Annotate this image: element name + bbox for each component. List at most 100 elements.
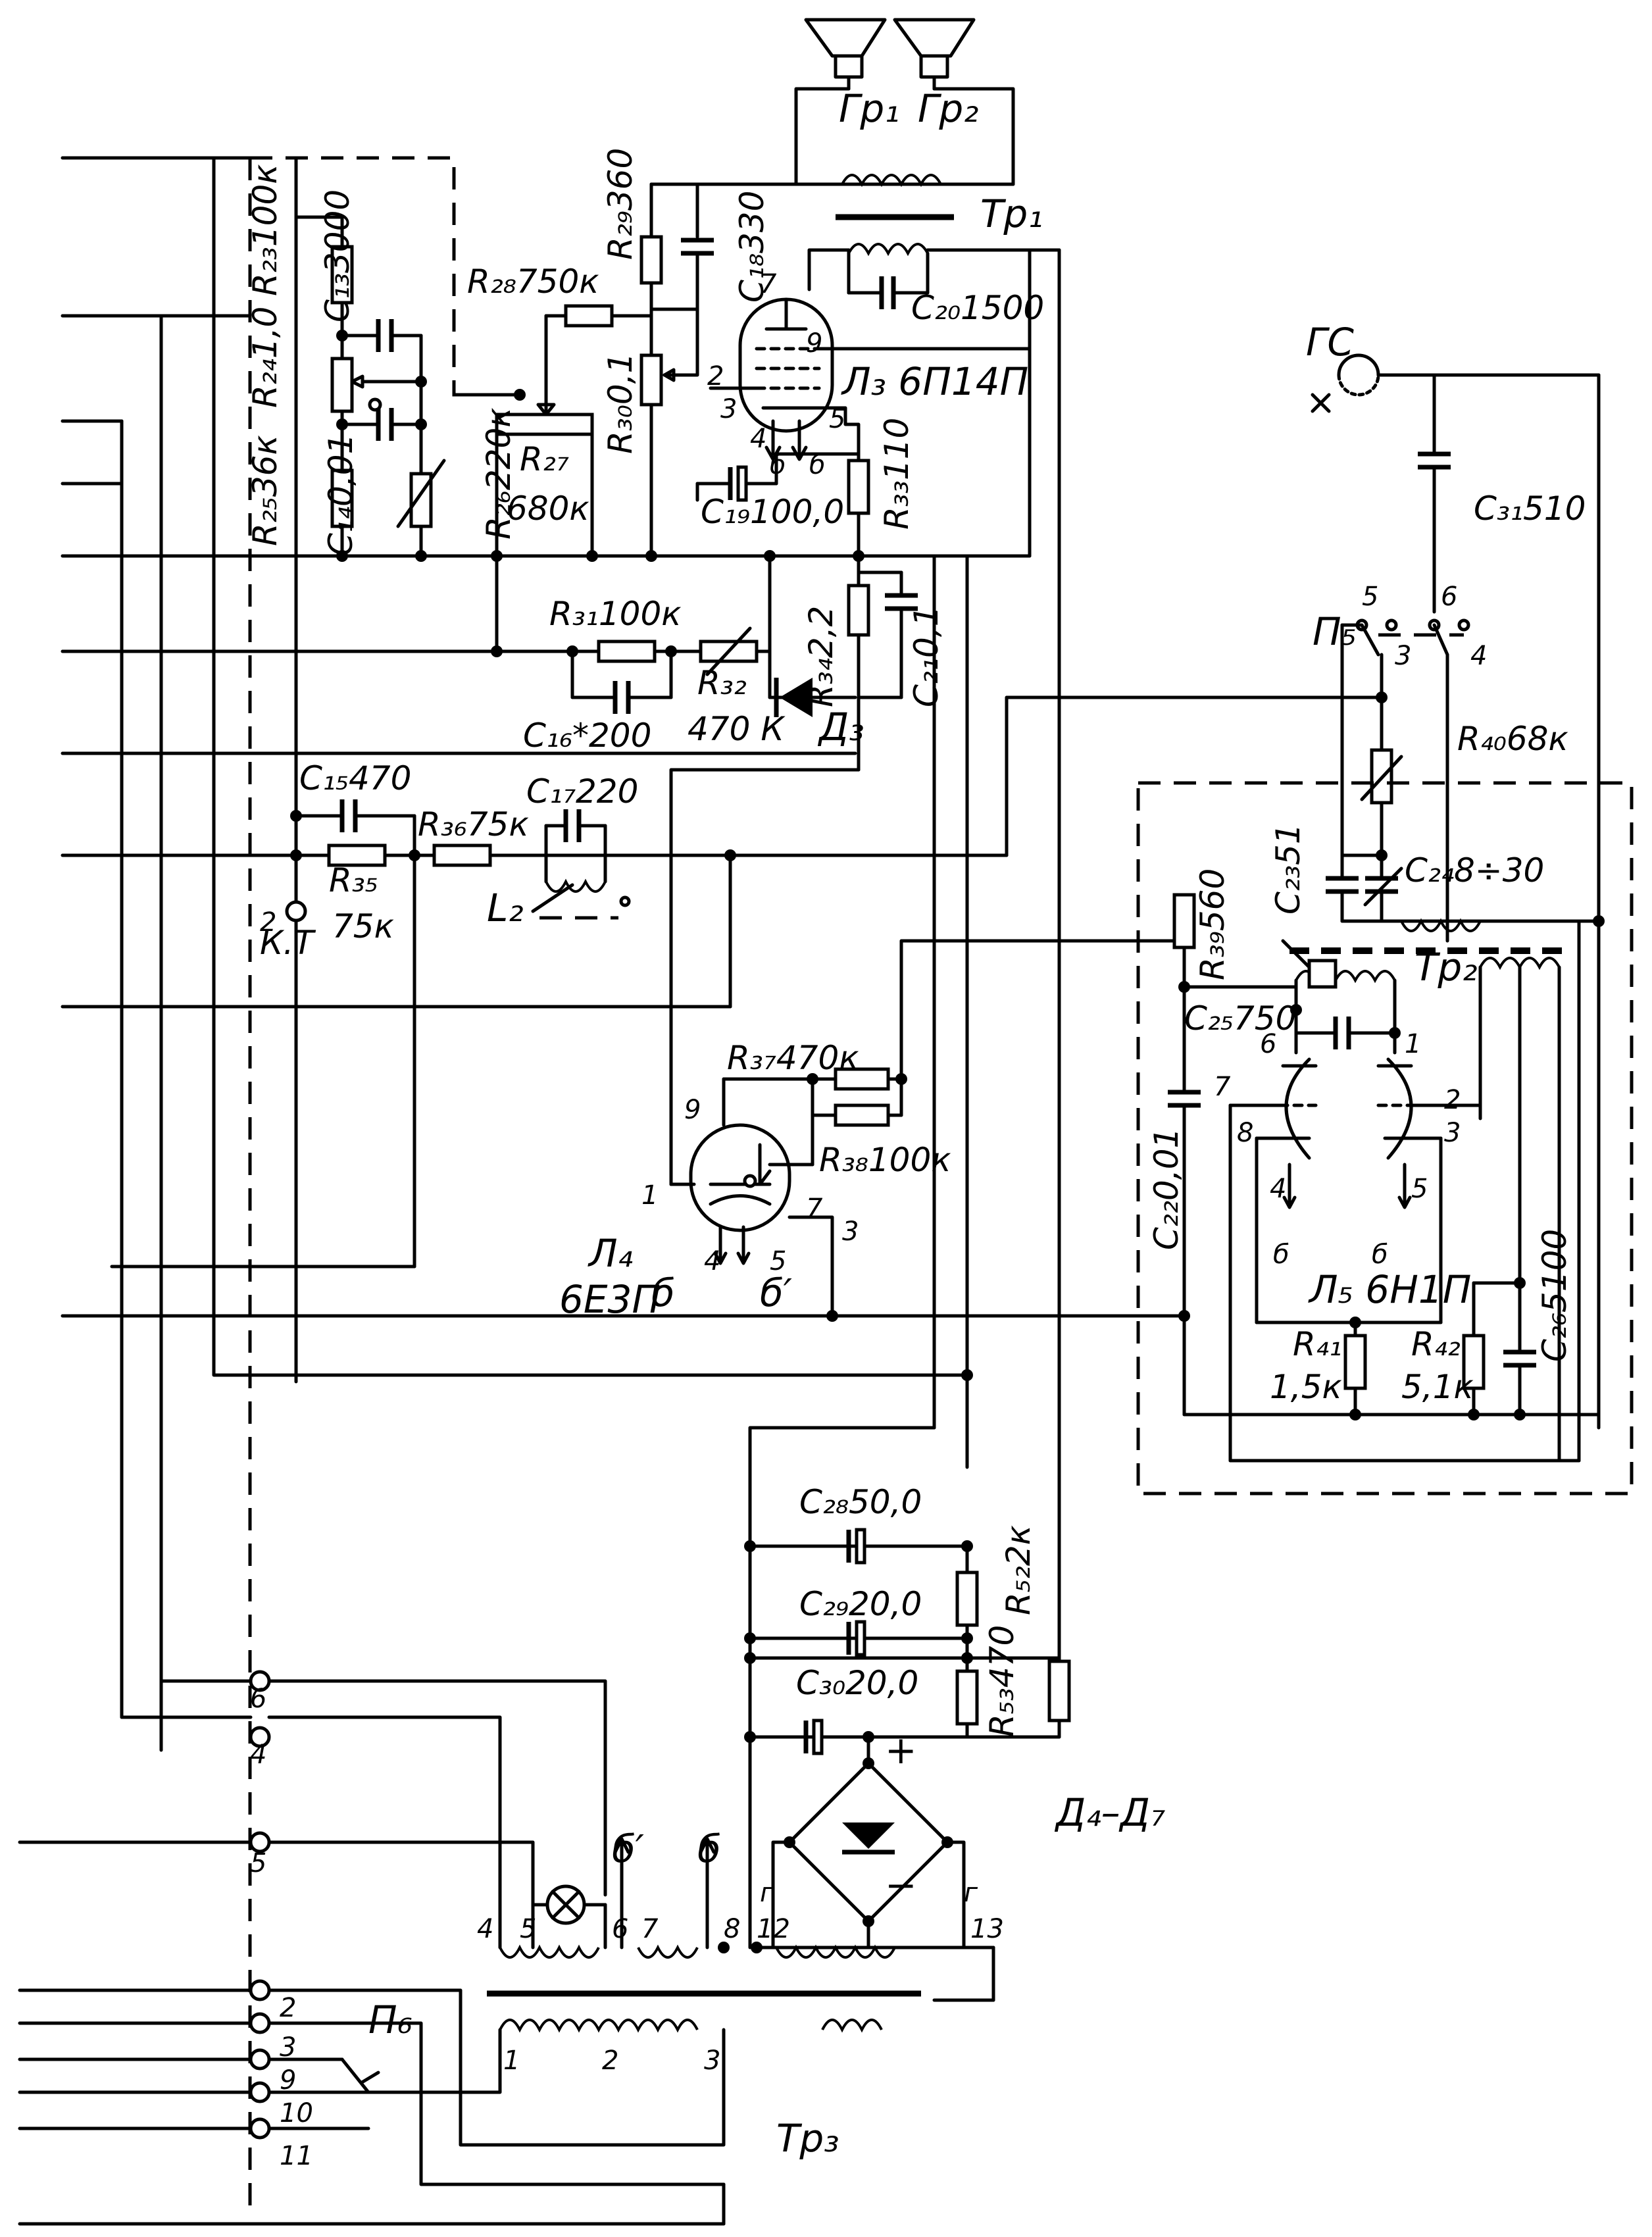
component-label: R₃₄2,2 — [802, 606, 840, 707]
component-label: Гр₂ — [918, 86, 978, 131]
pin-number: 7 — [1214, 1072, 1231, 1102]
capacitor-c22 — [1168, 1090, 1201, 1108]
component-label: Тр₁ — [980, 191, 1043, 236]
pin-number: 6 — [1260, 1029, 1276, 1059]
component-label: C₁₄0,01 — [322, 434, 360, 556]
component-label: 1,5к — [1270, 1368, 1342, 1406]
generator-connector-gc[interactable] — [1311, 353, 1380, 413]
pin-number: 3 — [842, 1217, 859, 1247]
resistor-r34 — [847, 584, 870, 637]
pin-number: 4 — [250, 1740, 266, 1770]
pin-number: 7 — [760, 269, 777, 299]
component-label: R₃₆75к — [418, 805, 529, 843]
component-label: R₂₇ — [520, 440, 569, 478]
component-label: R₂₄1,0 — [246, 307, 284, 408]
component-label: Д₃ — [817, 705, 864, 749]
pin-number: 3 — [1395, 641, 1411, 671]
tube-l4-6e3p — [689, 1123, 791, 1265]
inductor-l2 — [531, 878, 631, 920]
test-point-kt[interactable] — [285, 900, 307, 922]
component-label: П₅ — [1313, 609, 1357, 654]
pin-number: 9 — [684, 1095, 701, 1125]
pin-number: 5 — [1411, 1174, 1428, 1204]
capacitor-c16 — [570, 681, 673, 714]
capacitor-c25 — [1294, 1017, 1397, 1049]
pin-number: 5 — [1362, 582, 1378, 612]
component-label: R₃₇470к — [727, 1039, 859, 1077]
component-label: R₃₀0,1 — [601, 353, 639, 454]
component-label: R₂₉360 — [601, 148, 639, 260]
pin-number: б — [770, 450, 786, 480]
pin-number: б — [809, 450, 826, 480]
component-label: 5,1к — [1401, 1368, 1474, 1406]
capacitor-c15 — [339, 799, 358, 832]
potentiometer-r24 — [330, 357, 354, 413]
component-label: R₃₅ — [329, 861, 378, 899]
component-label: б — [697, 1826, 721, 1871]
component-label: R₄₀68к — [1457, 720, 1568, 758]
pin-number: 3 — [720, 394, 737, 424]
terminal-block — [249, 1670, 271, 2140]
resistor-r30 — [639, 353, 663, 407]
resistor-r53b — [1047, 1659, 1071, 1722]
capacitor-c19 — [695, 465, 778, 502]
capacitor-c31 — [1418, 451, 1451, 470]
component-label: C₂₄8÷30 — [1405, 851, 1544, 890]
pin-number: 5 — [250, 1848, 266, 1878]
component-label: C₃₀20,0 — [796, 1664, 918, 1702]
resistor-r28 — [564, 304, 614, 328]
capacitor-c23 — [1326, 853, 1359, 923]
bridge-rectifier-d4-d7 — [784, 1757, 953, 1927]
component-label: 680к — [507, 490, 589, 528]
component-label: Тр₂ — [1414, 945, 1478, 990]
resistor-r36 — [432, 843, 492, 867]
component-label: R₂₈750к — [467, 263, 599, 301]
resistor-r31 — [597, 640, 657, 663]
switch-p6[interactable] — [340, 2057, 380, 2094]
component-label: 470 К — [688, 710, 786, 748]
component-label: П₆ — [368, 1998, 413, 2042]
pin-number: 3 — [704, 2046, 720, 2076]
component-label: C₂₃51 — [1269, 823, 1307, 915]
pin-number: 5 — [829, 404, 845, 434]
capacitor-c26 — [1503, 1281, 1536, 1417]
pin-number: 9 — [280, 2065, 296, 2096]
pin-number: 3 — [280, 2032, 296, 2063]
component-label: R₃₃110 — [878, 418, 916, 530]
pin-number: 6 — [250, 1684, 266, 1714]
capacitor-c17 — [544, 809, 607, 884]
component-label: R₂₅36к — [246, 435, 284, 546]
pin-number: 13 — [970, 1914, 1004, 1944]
component-label: L₂ — [487, 886, 524, 930]
pin-number: 10 — [280, 2098, 313, 2128]
pin-number: 1 — [1405, 1029, 1421, 1059]
resistor-r29 — [639, 235, 663, 285]
resistor-r33 — [847, 459, 870, 515]
component-label: R₂₃100к — [246, 164, 284, 296]
component-label: C₂₉20,0 — [799, 1585, 922, 1623]
pin-number: 3 — [1444, 1118, 1461, 1148]
component-label: C₁₆*200 — [523, 716, 651, 755]
pin-number: 2 — [280, 1993, 296, 2023]
pin-number: 2 — [1444, 1085, 1461, 1115]
pin-number: 4 — [750, 424, 766, 454]
component-label: б′ — [612, 1826, 644, 1871]
component-label: Тр₃ — [776, 2116, 839, 2161]
pin-number: 2 — [602, 2046, 618, 2076]
pin-number: б — [1372, 1240, 1388, 1270]
pin-number: 1 — [641, 1180, 658, 1211]
component-label: R₄₂ — [1411, 1325, 1461, 1363]
component-label: б′ — [760, 1270, 792, 1315]
capacitor-c13 — [340, 319, 423, 352]
pin-number: 11 — [280, 2141, 313, 2171]
capacitor-c29 — [846, 1620, 866, 1657]
oscillator-transformer-tr2 — [1281, 918, 1601, 1463]
component-label: C₁₅470 — [299, 759, 411, 797]
component-label: − — [885, 1863, 917, 1907]
component-label: R₃₉560 — [1193, 868, 1232, 980]
component-label: C₂₀1500 — [911, 289, 1044, 327]
switch-p5[interactable] — [1355, 618, 1470, 657]
component-label: C₁₃3000 — [318, 189, 357, 322]
resistor-r35 — [327, 843, 387, 867]
